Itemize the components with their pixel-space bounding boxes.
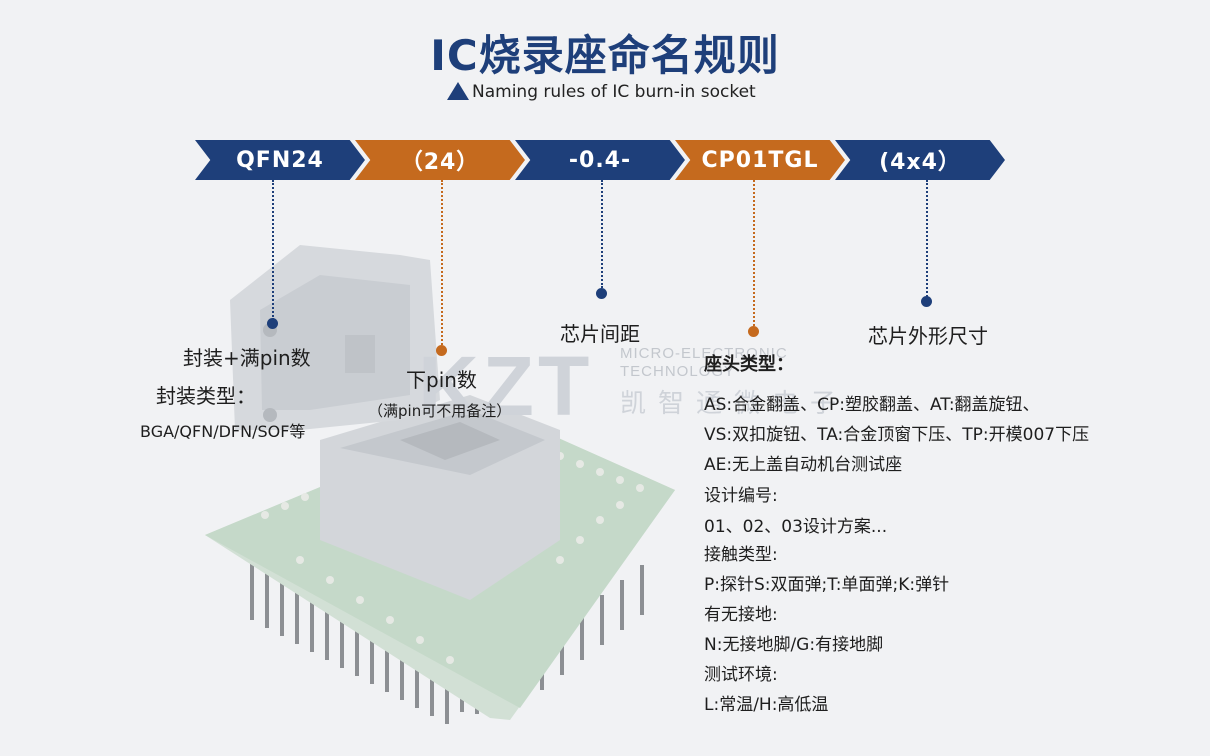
segment-pitch: -0.4- [515,140,685,180]
label-package-examples: BGA/QFN/DFN/SOF等 [140,422,306,441]
segment-package: QFN24 [195,140,365,180]
segment-socket-code: CP01TGL [675,140,845,180]
label-pitch: 芯片间距 [560,322,640,346]
leader-line-package [272,180,274,320]
details-line: VS:双扣旋钮、TA:合金顶窗下压、TP:开模007下压 [704,425,1090,445]
segment-size: (4x4） [835,140,1005,180]
label-package-type: 封装类型： [156,384,256,408]
details-line: N:无接地脚/G:有接地脚 [704,635,884,655]
leader-line-socket-code [753,180,755,326]
leader-line-pitch [601,180,603,288]
triangle-icon [447,82,469,100]
details-line: P:探针S:双面弹;T:单面弹;K:弹针 [704,575,950,595]
label-size: 芯片外形尺寸 [868,324,988,348]
leader-line-size [926,180,928,297]
details-line: 设计编号: [704,486,778,506]
leader-dot-size [921,296,932,307]
details-line: 接触类型: [704,545,778,565]
leader-dot-lower-pin [436,345,447,356]
label-lower-pin: 下pin数 [406,368,477,392]
leader-line-lower-pin [441,180,443,345]
label-lower-pin-note: （满pin可不用备注） [368,402,512,420]
segment-lower-pin: （24） [355,140,525,180]
leader-dot-pitch [596,288,607,299]
details-line: 测试环境: [704,665,778,685]
details-line: AE:无上盖自动机台测试座 [704,455,903,475]
details-line: L:常温/H:高低温 [704,695,829,715]
leader-dot-package [267,318,278,329]
page-title: IC烧录座命名规则 [430,31,780,80]
label-package-pin: 封装+满pin数 [183,346,311,370]
watermark-text-2: TECHNOLOGY [620,363,736,380]
watermark-text-1: MICRO-ELECTRONIC [620,345,788,362]
watermark-text-cn: 凯智通微电子 [620,389,849,419]
details-line: AS:合金翻盖、CP:塑胶翻盖、AT:翻盖旋钮、 [704,395,1040,415]
leader-dot-socket-code [748,326,759,337]
details-line: 有无接地: [704,605,778,625]
watermark-logo: KZT [418,339,594,433]
details-line: 01、02、03设计方案... [704,517,888,537]
details-heading: 座头类型： [704,354,794,375]
page-subtitle: Naming rules of IC burn-in socket [472,82,756,102]
